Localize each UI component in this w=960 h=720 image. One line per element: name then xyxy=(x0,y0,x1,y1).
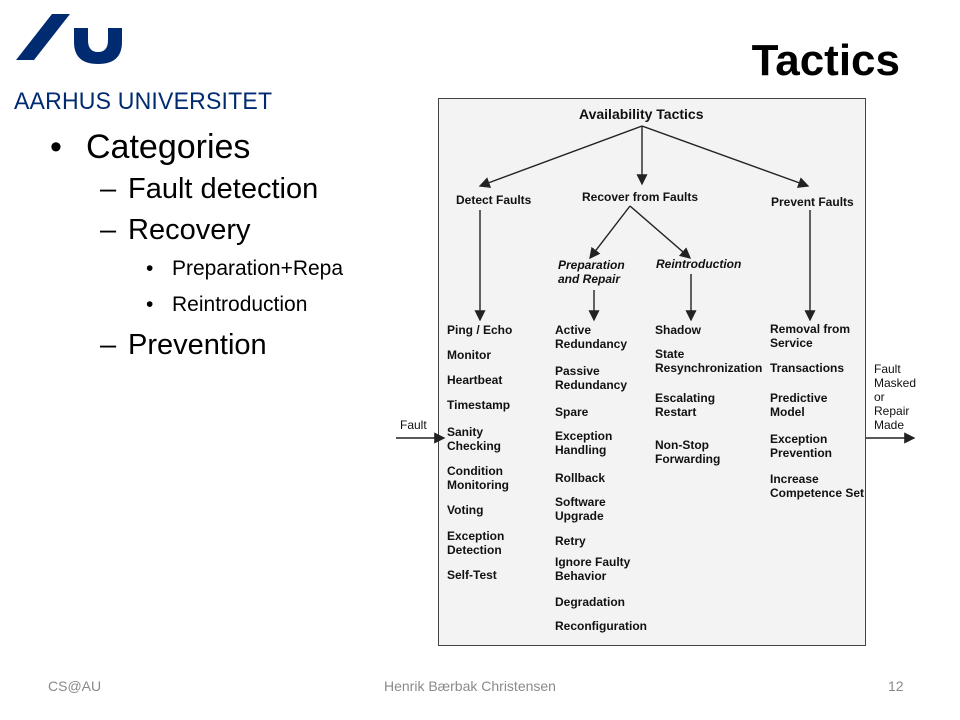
logo-wordmark: AARHUS UNIVERSITET xyxy=(14,88,273,115)
bullet-text: Fault detection xyxy=(128,173,319,205)
tactic-item: Self-Test xyxy=(447,568,497,582)
edge-root-detect xyxy=(478,125,643,188)
bullet-reintroduction: Reintroduction xyxy=(50,293,395,317)
footer-left: CS@AU xyxy=(48,678,102,694)
tactic-item: Voting xyxy=(447,503,484,517)
university-logo: AARHUS UNIVERSITET xyxy=(12,8,282,116)
tactic-item: Degradation xyxy=(555,595,626,609)
tactic-item: Transactions xyxy=(770,361,845,375)
bullet-text: Recovery xyxy=(128,214,251,246)
dash-marker: – xyxy=(100,173,117,205)
tactic-item: Shadow xyxy=(655,323,702,337)
tactic-item: Ping / Echo xyxy=(447,323,513,337)
diagram-detect-faults: Detect Faults xyxy=(456,193,532,207)
diagram-connectors xyxy=(396,125,916,444)
bullet-recovery: – Recovery xyxy=(50,214,395,247)
footer-page-number: 12 xyxy=(888,678,904,694)
tactic-item: Timestamp xyxy=(447,398,511,412)
tactic-item: Reconfiguration xyxy=(555,619,647,633)
dash-marker: – xyxy=(100,329,117,361)
availability-tactics-figure xyxy=(438,98,866,646)
bullet-prep-repair: Preparation+Repa xyxy=(50,257,395,281)
diagram-root: Availability Tactics xyxy=(579,106,704,122)
bullet-prevention: – Prevention xyxy=(50,329,395,362)
bullet-text: Prevention xyxy=(128,329,267,361)
au-logo-icon xyxy=(16,14,122,64)
tactic-item: Retry xyxy=(555,534,586,548)
edge-recover-prep xyxy=(589,205,631,260)
diagram-fault-input: Fault xyxy=(400,418,427,432)
bullet-categories: Categories xyxy=(50,128,395,167)
bullet-list: Categories – Fault detection – Recovery … xyxy=(50,128,395,370)
diagram-prevent-faults: Prevent Faults xyxy=(771,195,854,209)
edge-recover-reintro xyxy=(629,205,692,259)
bullet-fault-detection: – Fault detection xyxy=(50,173,395,206)
slide-title: Tactics xyxy=(751,36,900,85)
diagram-recover-faults: Recover from Faults xyxy=(582,190,699,204)
tactic-item: Rollback xyxy=(555,471,606,485)
diagram-reintroduction: Reintroduction xyxy=(656,257,742,271)
footer-center: Henrik Bærbak Christensen xyxy=(384,678,556,694)
edge-root-prevent xyxy=(641,125,810,188)
tactic-item: Monitor xyxy=(447,348,491,362)
tactic-item: Spare xyxy=(555,405,589,419)
dash-marker: – xyxy=(100,214,117,246)
tactic-item: Heartbeat xyxy=(447,373,503,387)
